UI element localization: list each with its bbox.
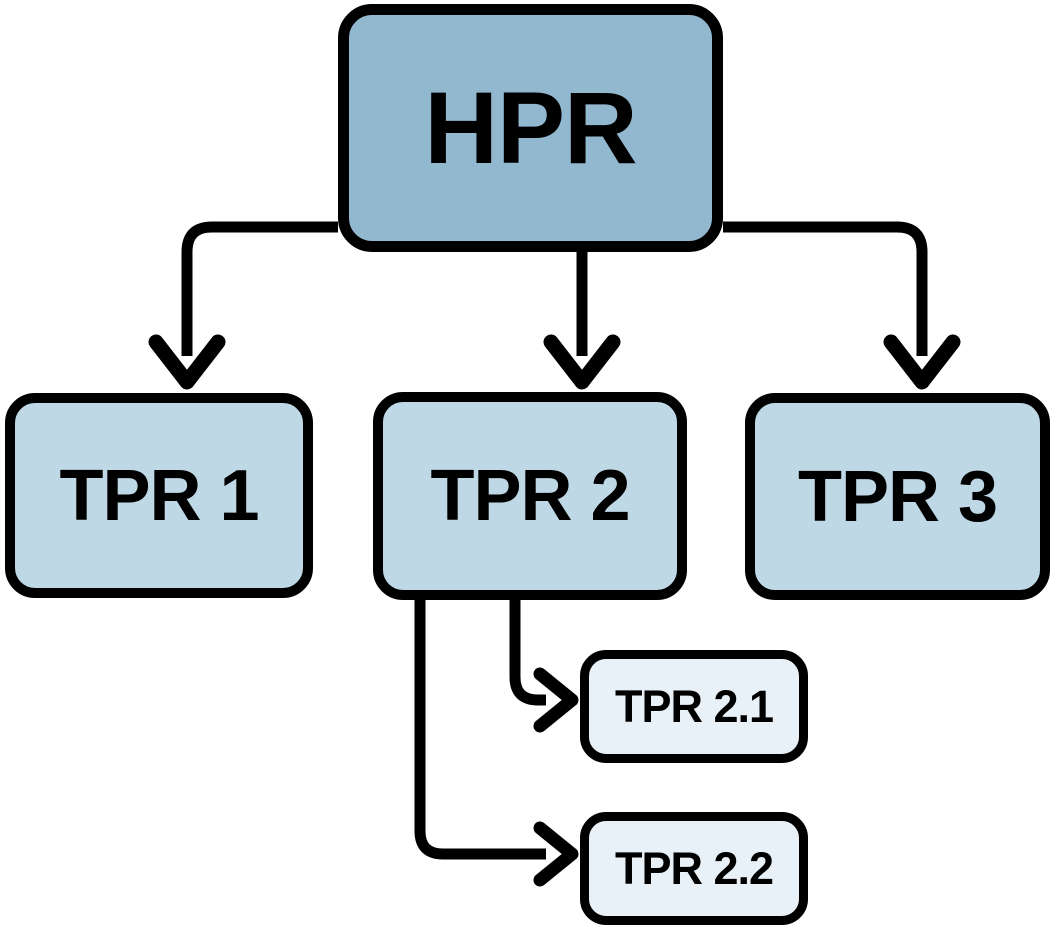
connector-tpr2-tpr21	[509, 596, 579, 733]
arrowhead-right-icon	[533, 667, 579, 733]
node-tpr2: TPR 2	[373, 392, 687, 600]
node-tpr1-label: TPR 1	[59, 455, 259, 536]
connector-hpr-tpr3	[723, 221, 961, 390]
node-tpr3: TPR 3	[745, 393, 1050, 600]
connector-line	[181, 221, 338, 356]
node-hpr-label: HPR	[424, 70, 637, 185]
arrowhead-down-icon	[543, 334, 621, 390]
node-tpr1: TPR 1	[5, 393, 313, 598]
node-hpr: HPR	[338, 4, 723, 252]
connector-tpr2-tpr22	[414, 596, 579, 887]
connector-hpr-tpr2	[543, 250, 621, 390]
arrowhead-right-icon	[533, 821, 579, 887]
arrowhead-down-icon	[883, 334, 961, 390]
node-tpr2-label: TPR 2	[430, 456, 630, 536]
connector-hpr-tpr1	[148, 221, 338, 390]
connector-line	[723, 221, 928, 356]
node-tpr22-label: TPR 2.2	[614, 842, 774, 894]
node-tpr22: TPR 2.2	[580, 812, 808, 925]
node-tpr21: TPR 2.1	[580, 650, 808, 763]
arrowhead-down-icon	[148, 334, 226, 390]
connector-line	[509, 596, 546, 706]
node-tpr21-label: TPR 2.1	[614, 680, 774, 732]
connector-line	[414, 596, 546, 860]
node-tpr3-label: TPR 3	[797, 456, 998, 537]
